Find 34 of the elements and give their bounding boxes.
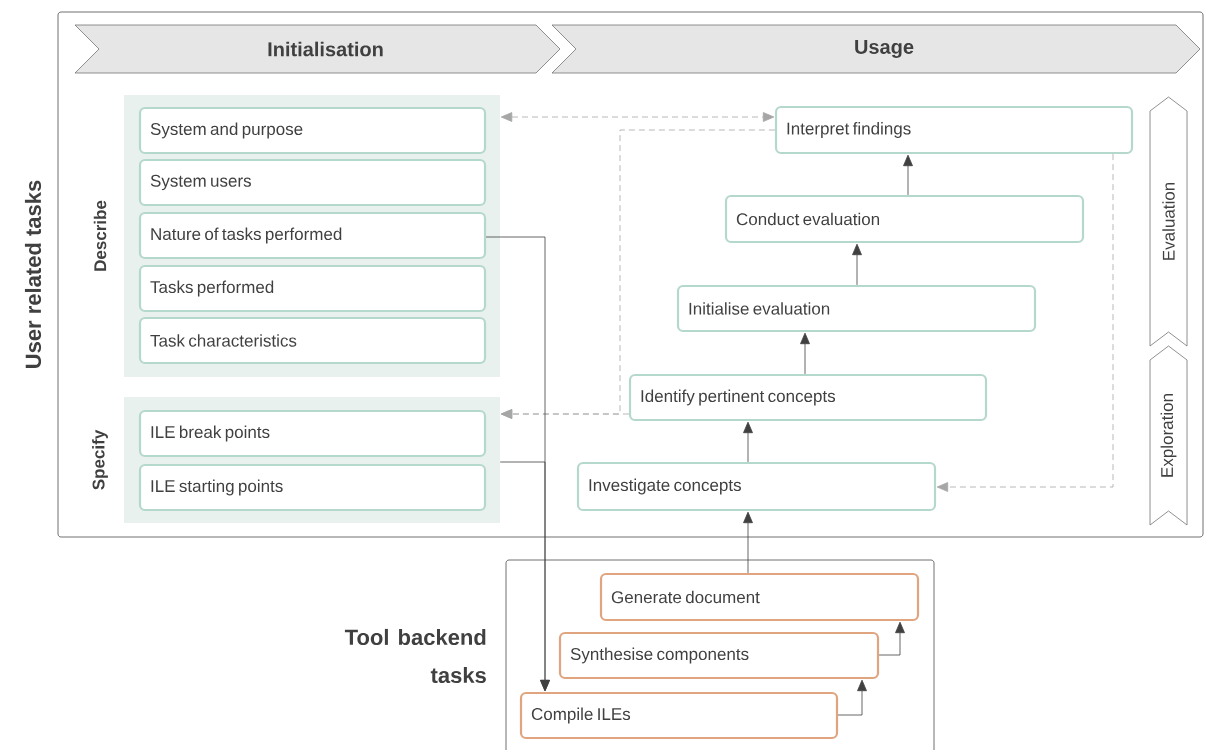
process-box: Tasks performed xyxy=(138,264,487,313)
arrow xyxy=(837,679,867,716)
stage-band: Initialisation xyxy=(74,24,561,74)
process-box: Nature of tasks performed xyxy=(138,211,487,260)
arrow xyxy=(743,511,753,574)
process-box: Initialise evaluation xyxy=(676,284,1037,333)
process-box: Conduct evaluation xyxy=(724,194,1085,244)
arrow xyxy=(500,112,775,122)
stage-band: Exploration xyxy=(1149,345,1188,526)
stage-band: Usage xyxy=(551,24,1201,74)
arrow xyxy=(500,409,630,419)
process-box: System users xyxy=(138,158,487,207)
process-box: ILE break points xyxy=(138,409,487,458)
process-box: Investigate concepts xyxy=(576,461,937,512)
arrow xyxy=(903,154,913,196)
process-box: Generate document xyxy=(599,572,920,622)
process-box: Interpret findings xyxy=(774,105,1134,155)
arrow xyxy=(499,461,550,692)
process-box: Compile ILEs xyxy=(519,691,839,740)
arrow xyxy=(852,243,862,286)
process-box: Task characteristics xyxy=(138,316,487,365)
process-box: System and purpose xyxy=(138,106,487,155)
process-box: Synthesise components xyxy=(558,631,880,680)
node-label: Specify xyxy=(92,429,108,490)
arrow xyxy=(936,153,1114,492)
process-box: ILE starting points xyxy=(138,463,487,512)
stage-band: Evaluation xyxy=(1149,96,1188,347)
arrow xyxy=(878,621,905,656)
arrow xyxy=(743,421,753,463)
node-label: Describe xyxy=(93,200,107,271)
node-label: Tool backend tasks xyxy=(344,628,486,684)
node-label: User related tasks xyxy=(24,180,42,368)
arrow xyxy=(800,332,810,375)
process-box: Identify pertinent concepts xyxy=(628,373,988,422)
